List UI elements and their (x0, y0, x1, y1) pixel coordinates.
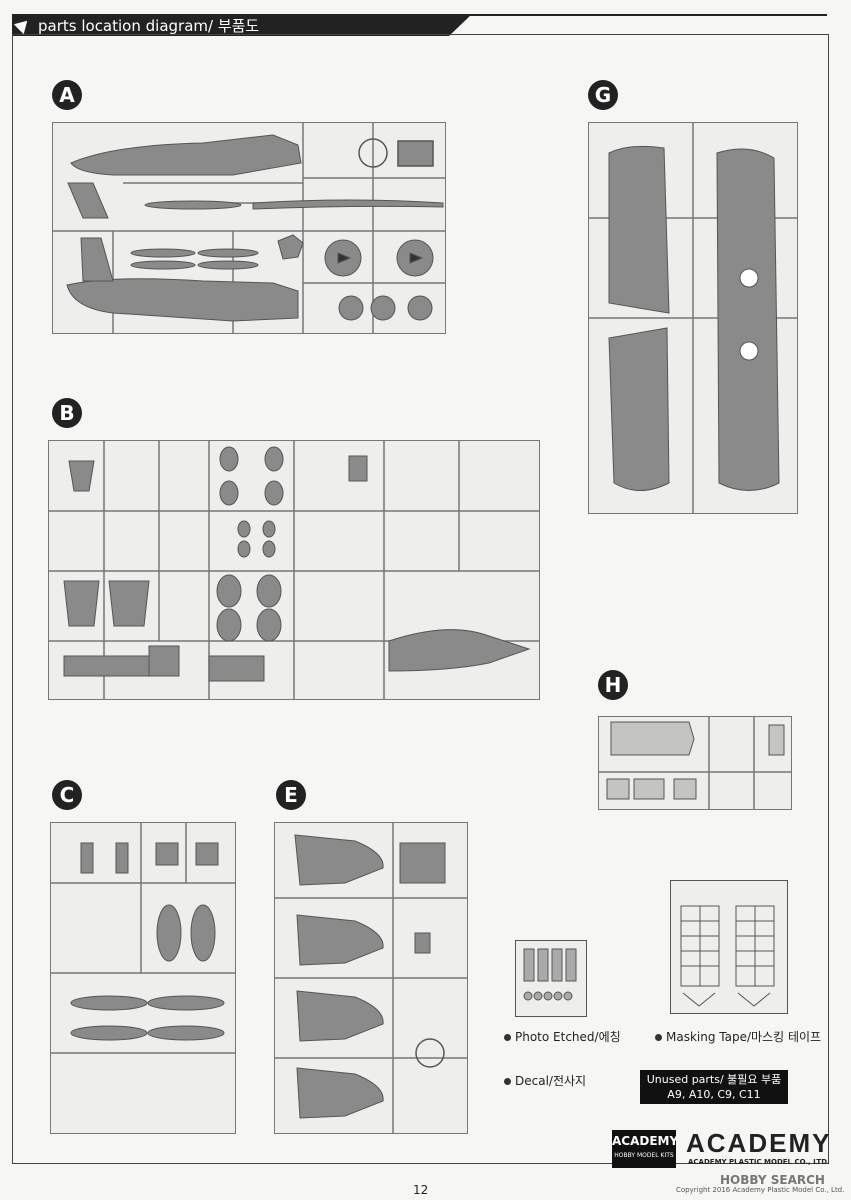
legend-masking-tape: Masking Tape/마스킹 테이프 (655, 1028, 821, 1045)
academy-box-subtitle: HOBBY MODEL KITS (614, 1152, 674, 1159)
legend-decal-label: Decal/전사지 (515, 1074, 587, 1088)
watermark: HOBBY SEARCH (720, 1173, 825, 1187)
page-frame (12, 34, 829, 1164)
copyright: Copyright 2016 Academy Plastic Model Co.… (676, 1186, 845, 1194)
sprue-h (598, 716, 792, 810)
sprue-c-badge: C (52, 780, 82, 810)
sprue-b-parts (49, 441, 539, 699)
academy-company: ACADEMY PLASTIC MODEL CO., LTD. (688, 1158, 830, 1166)
photo-etched-sheet (515, 940, 587, 1017)
academy-logo: ACADEMY (686, 1128, 832, 1158)
academy-box-title: ACADEMY (612, 1134, 679, 1148)
sprue-b (48, 440, 540, 700)
legend-decal: Decal/전사지 (504, 1072, 586, 1089)
sprue-c (50, 822, 236, 1134)
sprue-g-badge: G (588, 80, 618, 110)
page-title: parts location diagram/ 부품도 (38, 17, 260, 35)
unused-parts-list: A9, A10, C9, C11 (667, 1088, 761, 1101)
sprue-a-parts (53, 123, 445, 333)
legend-photo-etched-label: Photo Etched/에칭 (515, 1030, 621, 1044)
masking-tape-sheet (670, 880, 788, 1014)
sprue-g (588, 122, 798, 514)
sprue-g-parts (589, 123, 797, 513)
sprue-b-badge: B (52, 398, 82, 428)
unused-parts-box: Unused parts/ 불필요 부품 A9, A10, C9, C11 (640, 1070, 788, 1104)
bullet-icon (504, 1078, 511, 1085)
sprue-h-parts (599, 717, 791, 809)
sprue-a-badge: A (52, 80, 82, 110)
academy-box-logo: ACADEMY HOBBY MODEL KITS (612, 1130, 679, 1168)
bullet-icon (655, 1034, 662, 1041)
unused-parts-title: Unused parts/ 불필요 부품 (646, 1073, 782, 1086)
header-bar (12, 14, 472, 36)
legend-photo-etched: Photo Etched/에칭 (504, 1028, 621, 1045)
sprue-h-badge: H (598, 670, 628, 700)
bullet-icon (504, 1034, 511, 1041)
sprue-e-parts (275, 823, 467, 1133)
sprue-e (274, 822, 468, 1134)
sprue-c-parts (51, 823, 235, 1054)
photo-etched-parts (523, 948, 577, 1001)
sprue-a (52, 122, 446, 334)
page-number: 12 (413, 1183, 429, 1197)
sprue-e-badge: E (276, 780, 306, 810)
masking-tape-grid (680, 905, 775, 1007)
page-header: parts location diagram/ 부품도 (12, 14, 827, 36)
header-rule (467, 14, 827, 16)
legend-masking-tape-label: Masking Tape/마스킹 테이프 (666, 1030, 822, 1044)
